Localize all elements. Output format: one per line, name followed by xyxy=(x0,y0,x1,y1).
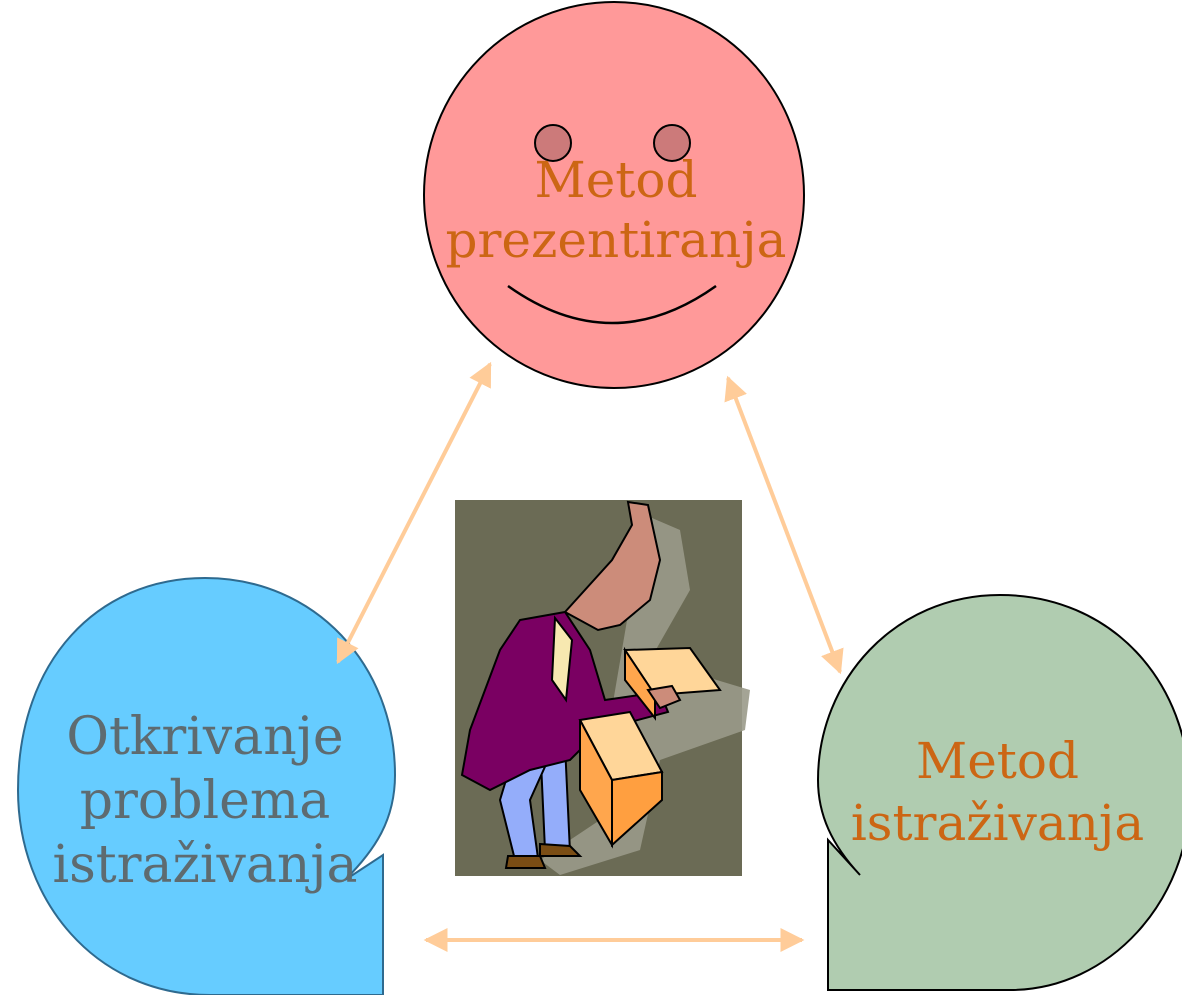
clipart-head xyxy=(563,500,662,632)
left-node-label-line1: Otkrivanje xyxy=(66,707,344,767)
clipart-hand xyxy=(646,684,682,710)
right-node-label: Metod istraživanja xyxy=(820,730,1175,854)
right-node-bubble xyxy=(816,593,1182,991)
left-node-bubble xyxy=(16,576,397,995)
left-eye-icon xyxy=(534,124,572,162)
left-node-label-line3: istraživanja xyxy=(52,835,358,895)
top-node-label-line2: prezentiranja xyxy=(445,211,787,269)
man-opening-box-icon xyxy=(455,500,750,876)
clipart-shirt xyxy=(550,615,574,703)
clipart-box-bottom-front xyxy=(611,770,663,848)
left-node-label: Otkrivanje problema istraživanja xyxy=(30,705,380,897)
clipart-box-top-side xyxy=(624,646,656,721)
right-node-label-line1: Metod xyxy=(916,732,1079,790)
arrow-top-right xyxy=(724,375,844,675)
top-node-label: Metod prezentiranja xyxy=(428,150,804,270)
smile-icon xyxy=(507,284,717,325)
right-node-label-line2: istraživanja xyxy=(850,794,1145,852)
clipart-shoe-back xyxy=(539,842,583,857)
right-eye-icon xyxy=(653,124,691,162)
clipart-shoe-front xyxy=(504,855,547,869)
arrow-top-left xyxy=(336,361,492,665)
top-node xyxy=(423,1,805,389)
top-node-label-line1: Metod xyxy=(534,151,698,209)
left-node-label-line2: problema xyxy=(79,771,331,831)
